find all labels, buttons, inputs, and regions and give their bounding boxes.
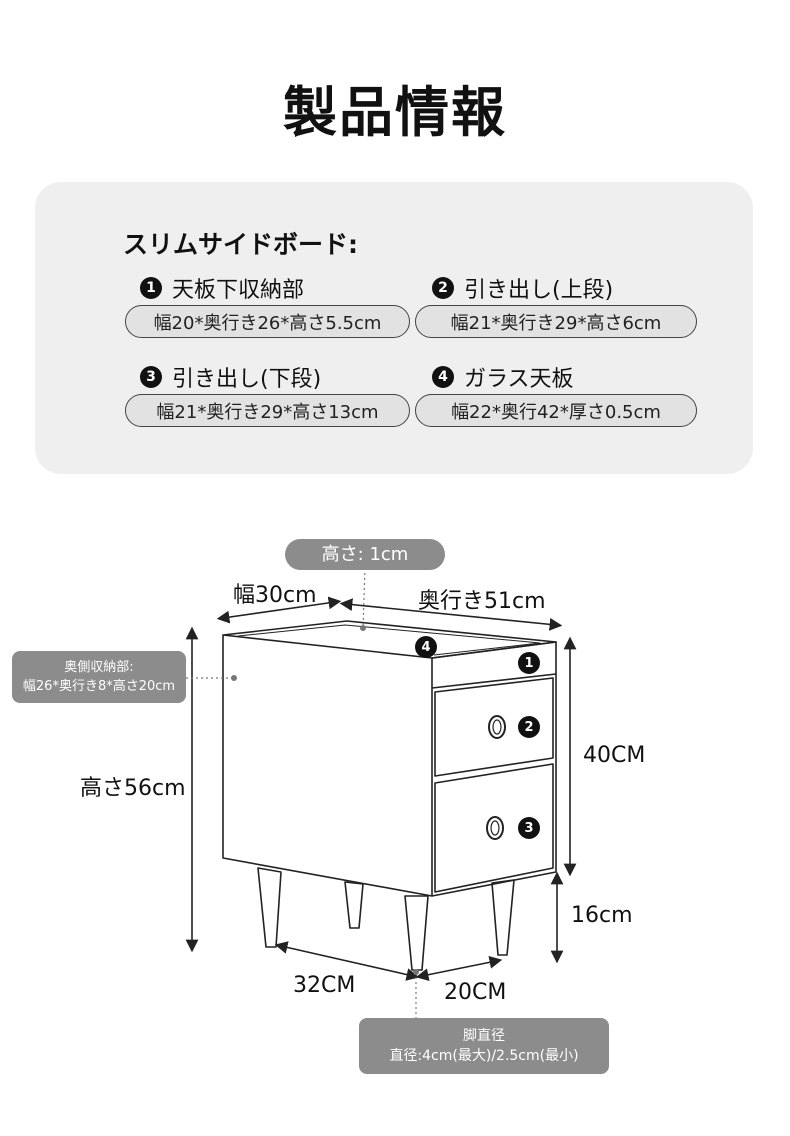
- number-badge-3: 3: [140, 366, 162, 388]
- width-label: 幅30cm: [233, 583, 317, 608]
- leg-span-width-arrow: [415, 955, 503, 982]
- depth-label: 奥行き51cm: [418, 589, 546, 614]
- number-badge-2: 2: [432, 277, 454, 299]
- spec-item-1-name: 天板下収納部: [172, 278, 305, 303]
- diagram-marker-2: 2: [518, 716, 540, 738]
- spec-item-3-heading: 3 引き出し(下段): [140, 361, 321, 393]
- leg-front-left: [404, 895, 429, 971]
- total-height-label: 高さ56cm: [80, 776, 186, 801]
- leg-front-right: [491, 879, 515, 956]
- depth-arrow: [339, 598, 563, 631]
- spec-item-2-heading: 2 引き出し(上段): [432, 272, 613, 304]
- width-arrow: [216, 596, 342, 624]
- product-name: スリムサイドボード:: [123, 230, 358, 259]
- upper-handle-icon: [488, 715, 506, 739]
- spec-item-3-size: 幅21*奥行き29*高さ13cm: [125, 394, 410, 427]
- leg-diameter-title: 脚直径: [463, 1028, 505, 1044]
- lower-drawer: [434, 763, 554, 893]
- leg-span-depth-arrow: [274, 941, 420, 981]
- leg-span-depth-label: 32CM: [293, 973, 356, 998]
- top-shelf-line: [431, 673, 557, 689]
- glass-top-edge: [237, 624, 541, 656]
- lower-handle-icon: [486, 816, 504, 840]
- leg-diameter-tag: 脚直径 直径:4cm(最大)/2.5cm(最小): [359, 1018, 609, 1074]
- back-storage-tag: 奥側収納部: 幅26*奥行き8*高さ20cm: [12, 651, 186, 703]
- spec-item-1-heading: 1 天板下収納部: [140, 272, 304, 304]
- number-badge-4: 4: [432, 366, 454, 388]
- leg-diameter-size: 直径:4cm(最大)/2.5cm(最小): [389, 1048, 579, 1064]
- spec-item-2-size: 幅21*奥行き29*高さ6cm: [415, 305, 697, 338]
- upper-drawer: [434, 677, 554, 777]
- spec-item-2-name: 引き出し(上段): [464, 278, 614, 303]
- spec-item-4-name: ガラス天板: [464, 367, 574, 392]
- back-storage-title: 奥側収納部:: [64, 660, 134, 675]
- diagram-marker-1: 1: [518, 652, 540, 674]
- leg-back-left: [257, 867, 282, 948]
- body-height-label: 40CM: [583, 743, 646, 768]
- leg-height-label: 16cm: [571, 903, 633, 928]
- spec-item-3-name: 引き出し(下段): [172, 367, 322, 392]
- leg-span-width-label: 20CM: [444, 980, 507, 1005]
- glass-height-tag: 高さ: 1cm: [285, 539, 445, 570]
- diagram-marker-3: 3: [518, 817, 540, 839]
- glass-leader: [362, 567, 366, 629]
- spec-item-4-heading: 4 ガラス天板: [432, 361, 574, 393]
- page-title: 製品情報: [283, 81, 507, 144]
- number-badge-1: 1: [140, 277, 162, 299]
- spec-item-1-size: 幅20*奥行き26*高さ5.5cm: [125, 305, 410, 338]
- spec-item-4-size: 幅22*奥行42*厚さ0.5cm: [415, 394, 697, 427]
- diagram-marker-4: 4: [415, 636, 437, 658]
- cabinet-front: [431, 641, 557, 897]
- cabinet-side-panel: [222, 635, 433, 897]
- back-storage-size: 幅26*奥行き8*高さ20cm: [22, 679, 176, 694]
- leg-back-right: [344, 881, 364, 929]
- sideboard-diagram: [185, 567, 577, 1018]
